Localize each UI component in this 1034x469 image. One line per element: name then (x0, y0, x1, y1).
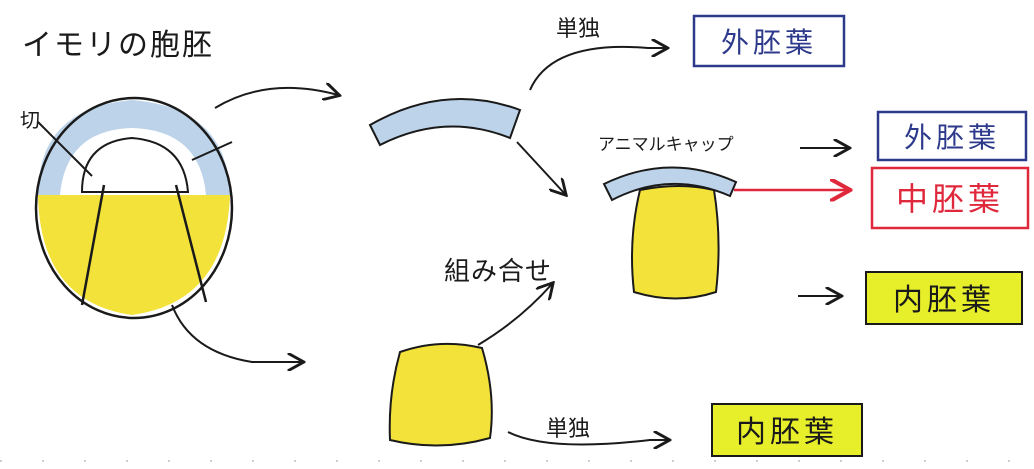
result-endoderm-text: 内胚葉 (893, 283, 995, 318)
cut-label: 切 (20, 108, 40, 132)
arrow-embryo-to-vegetal (171, 304, 302, 362)
result-box-ectoderm-frame (876, 110, 1028, 162)
result-endoderm-bottom-text: 内胚葉 (736, 415, 838, 450)
arrow-cap-to-combine (516, 141, 565, 194)
result-mesoderm-text: 中胚葉 (896, 180, 1004, 218)
embryo-vegetal-half (38, 195, 230, 315)
title: イモリの胞胚 (22, 28, 214, 63)
result-ectoderm-text: 外胚葉 (904, 121, 1000, 154)
result-box-ectoderm: 外胚葉 (876, 110, 1028, 162)
cut-pointer-line (37, 121, 93, 177)
combined-vegetal-part (631, 185, 720, 300)
result-box-ectoderm-top-frame (692, 14, 846, 68)
embryo-outline (34, 96, 234, 320)
blastocoel (80, 136, 190, 193)
isolated-animal-cap (368, 97, 522, 147)
result-box-ectoderm-top: 外胚葉 (692, 14, 846, 68)
cut-line-left (80, 184, 106, 306)
result-box-mesoderm: 中胚葉 (870, 166, 1030, 230)
arrow-vegetal-to-combine (477, 284, 552, 346)
single-label-top: 単独 (556, 17, 600, 42)
combined-explant (602, 166, 738, 300)
combined-animal-cap (602, 166, 738, 202)
arrow-embryo-to-cap (214, 88, 338, 109)
blastula-embryo (34, 96, 234, 320)
arrow-vegetal-to-single (507, 432, 668, 445)
cut-line-top-right (191, 141, 233, 161)
embryo-animal-cap (38, 100, 230, 195)
cut-line-right (174, 184, 208, 303)
result-box-endoderm-bottom-frame (711, 403, 863, 457)
combine-label: 組み合せ (444, 257, 552, 287)
animal-cap-label: アニマルキャップ (598, 135, 734, 155)
result-ectoderm-top-text: 外胚葉 (721, 26, 817, 59)
result-box-endoderm: 内胚葉 (865, 271, 1023, 325)
single-label-bottom: 単独 (546, 417, 590, 442)
result-box-mesoderm-frame (870, 166, 1030, 230)
result-box-endoderm-frame (865, 271, 1023, 325)
arrow-cap-to-single (529, 47, 666, 91)
result-box-endoderm-bottom: 内胚葉 (711, 403, 863, 457)
isolated-vegetal-piece (388, 342, 493, 447)
